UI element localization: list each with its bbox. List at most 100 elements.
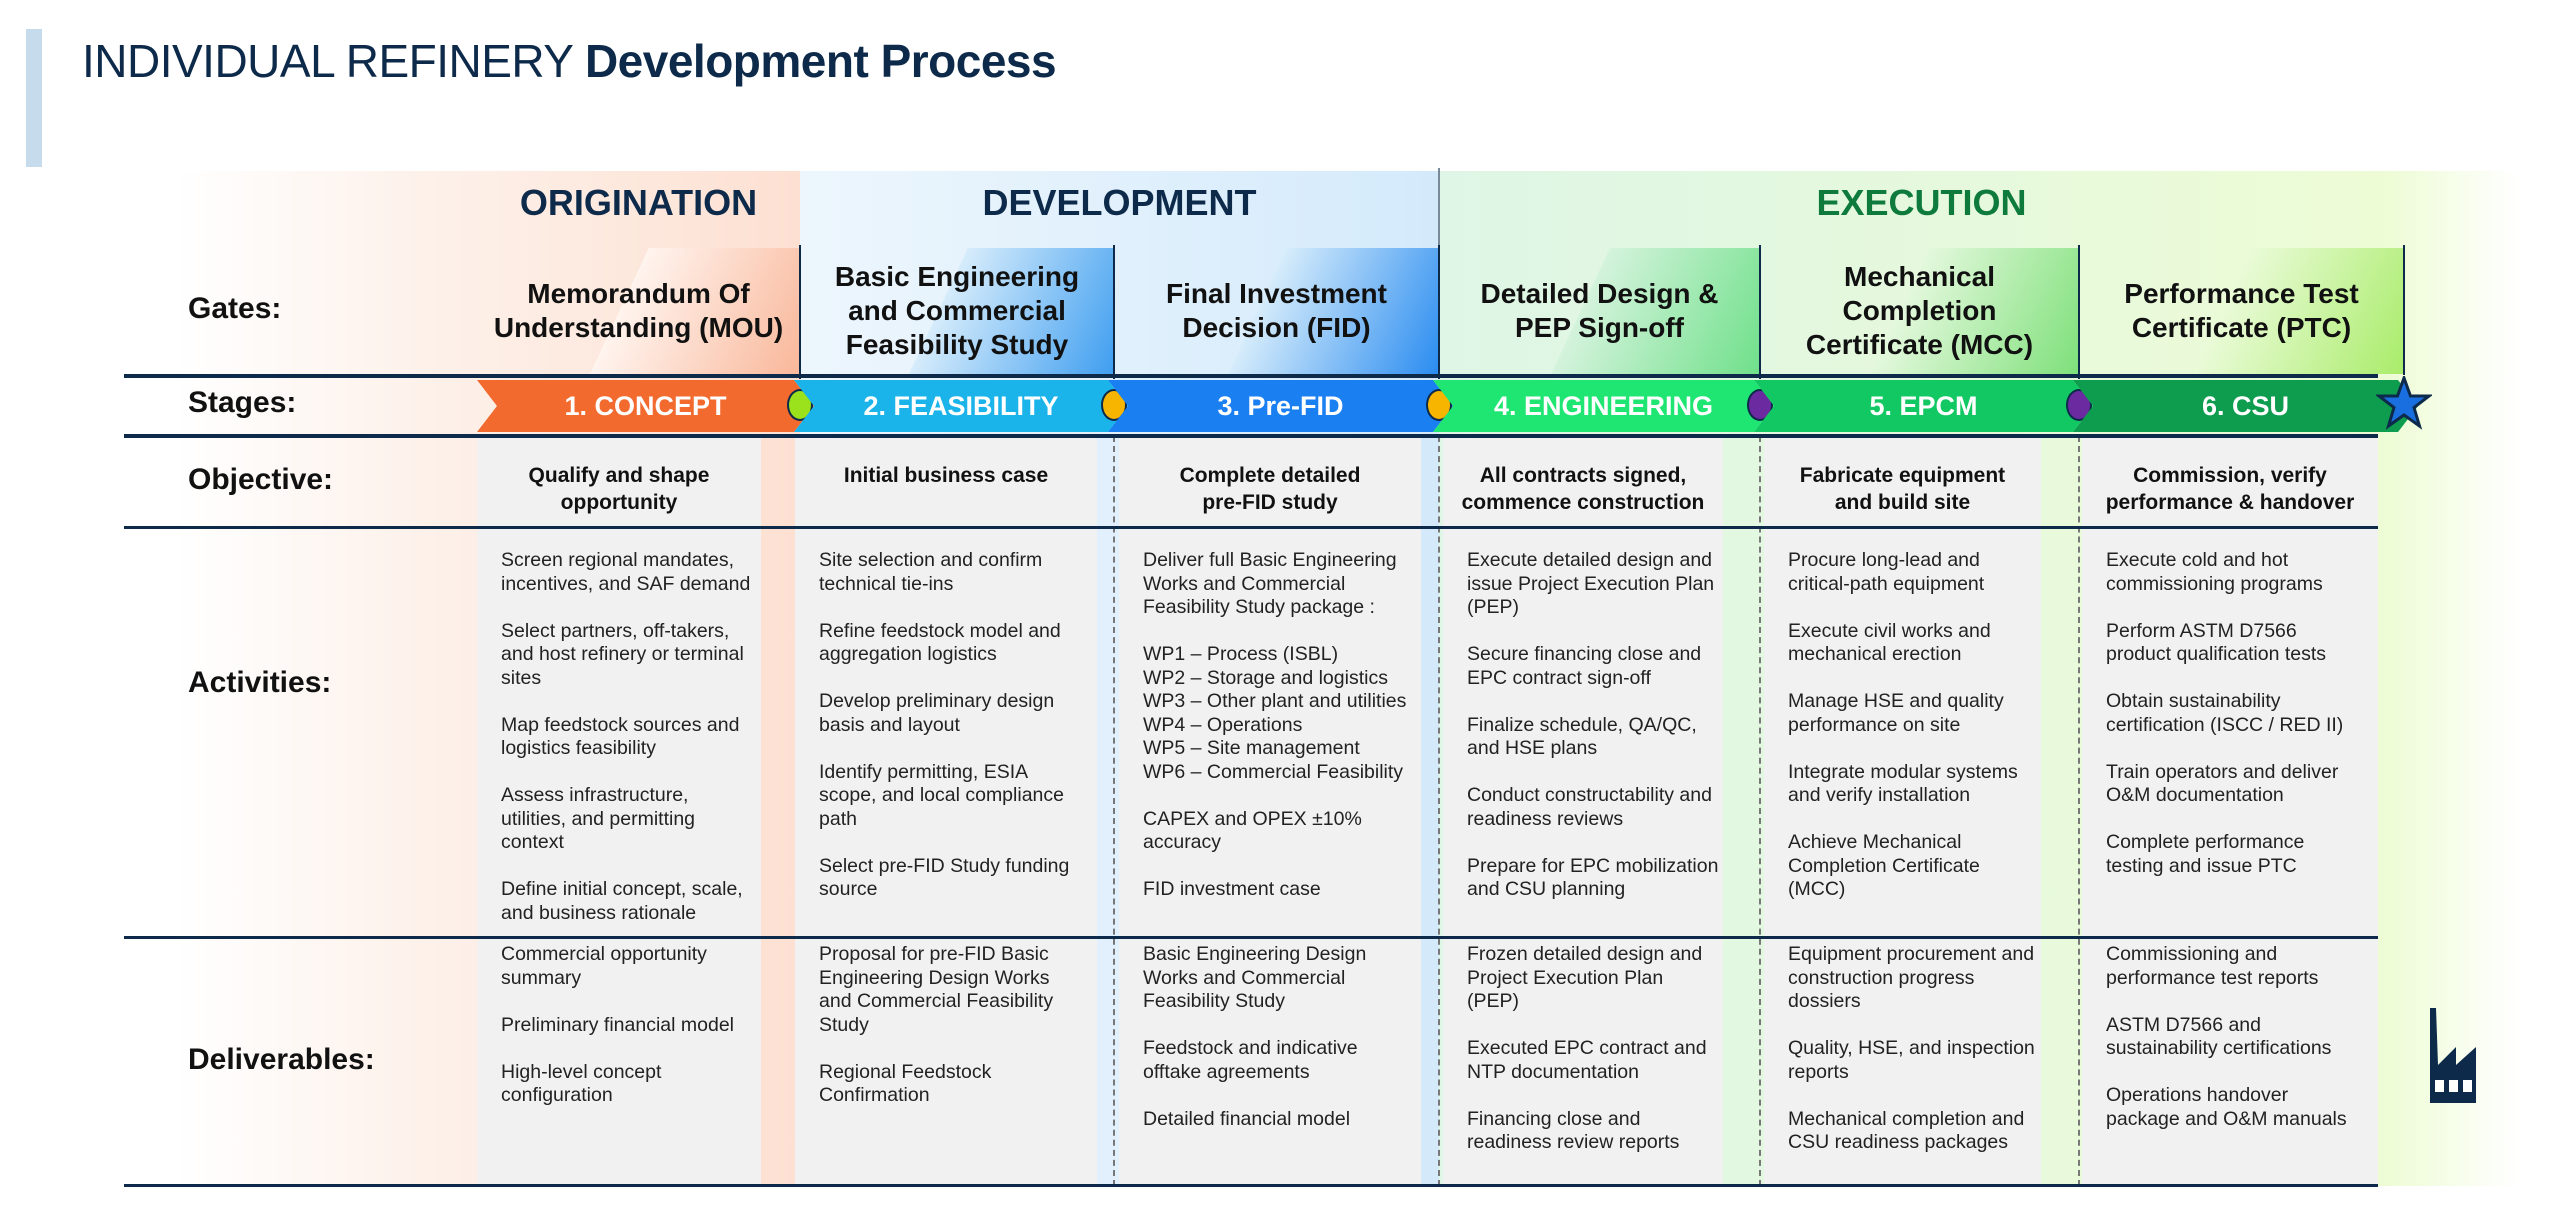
row-label-objective: Objective: <box>188 463 334 496</box>
stage-5[interactable]: 5. EPCM <box>1754 380 2093 432</box>
column-panel-1 <box>477 436 761 1186</box>
objective-2: Initial business case <box>843 464 1049 487</box>
gate-2: Basic Engineering and Commercial Feasibi… <box>800 248 1114 374</box>
activity-item: Conduct constructability and readiness r… <box>1467 784 1712 830</box>
deliverable-item: Quality, HSE, and inspection reports <box>1788 1037 2035 1083</box>
activity-item: CAPEX and OPEX ±10% accuracy <box>1143 807 1362 854</box>
deliverable-item: Proposal for pre-FID Basic Engineering D… <box>819 943 1054 1036</box>
gate-dashed-line-4 <box>1759 436 1761 1186</box>
phase-origination: ORIGINATION <box>519 182 758 223</box>
deliverable-item: Basic Engineering Design Works and Comme… <box>1143 943 1367 1012</box>
divider-objective <box>124 526 2378 529</box>
deliverables-list-2: Proposal for pre-FID Basic Engineering D… <box>819 943 1093 1131</box>
divider-stages-top <box>124 374 2378 378</box>
activity-item: Define initial concept, scale, and busin… <box>501 878 743 924</box>
activity-item: Execute cold and hot commissioning progr… <box>2106 549 2323 595</box>
deliverable-item: Financing close and readiness review rep… <box>1467 1107 1680 1154</box>
row-label-deliverables: Deliverables: <box>188 1043 375 1076</box>
gate-line-6 <box>2403 245 2405 375</box>
column-panel-2 <box>795 436 1097 1186</box>
activities-list-3: Deliver full Basic Engineering Works and… <box>1143 549 1417 925</box>
deliverable-item: Preliminary financial model <box>501 1013 735 1036</box>
title-light: INDIVIDUAL REFINERY <box>82 35 585 87</box>
phase-development: DEVELOPMENT <box>982 182 1257 223</box>
execution-divider <box>1438 168 1440 248</box>
activities-list-6: Execute cold and hot commissioning progr… <box>2106 549 2374 902</box>
deliverables-list-6: Commissioning and performance test repor… <box>2106 943 2374 1155</box>
activity-item: Perform ASTM D7566 product qualification… <box>2106 619 2327 666</box>
activity-item: WP1 – Process (ISBL) WP2 – Storage and l… <box>1143 643 1407 783</box>
gate-dashed-line-5 <box>2078 436 2080 1186</box>
deliverable-item: Regional Feedstock Confirmation <box>819 1060 992 1107</box>
gate-1: Memorandum Of Understanding (MOU) <box>477 248 800 374</box>
gate-5: Mechanical Completion Certificate (MCC) <box>1760 248 2079 374</box>
activity-item: Integrate modular systems and verify ins… <box>1788 760 2018 807</box>
activity-item: Train operators and deliver O&M document… <box>2106 760 2339 807</box>
activity-item: Complete performance testing and issue P… <box>2106 831 2305 877</box>
activities-list-5: Procure long-lead and critical-path equi… <box>1788 549 2037 925</box>
activity-item: Select pre-FID Study funding source <box>819 854 1070 901</box>
gate-3: Final Investment Decision (FID) <box>1114 248 1439 374</box>
activity-item: Finalize schedule, QA/QC, and HSE plans <box>1467 713 1697 760</box>
activity-item: Map feedstock sources and logistics feas… <box>501 713 740 760</box>
objective-6: Commission, verify performance & handove… <box>2105 464 2355 514</box>
divider-stages-bottom <box>124 434 2378 438</box>
activity-item: Refine feedstock model and aggregation l… <box>819 619 1061 666</box>
deliverable-item: Executed EPC contract and NTP documentat… <box>1467 1037 1707 1083</box>
row-label-stages: Stages: <box>188 386 297 419</box>
activity-item: Deliver full Basic Engineering Works and… <box>1143 549 1397 618</box>
deliverables-list-5: Equipment procurement and construction p… <box>1788 943 2037 1178</box>
page-title: INDIVIDUAL REFINERY Development Process <box>82 34 1057 88</box>
objective-4: All contracts signed, commence construct… <box>1461 464 1705 514</box>
deliverable-item: ASTM D7566 and sustainability certificat… <box>2106 1013 2332 1060</box>
stage-3[interactable]: 3. Pre-FID <box>1108 380 1453 432</box>
title-bold: Development Process <box>584 35 1057 87</box>
activity-item: Prepare for EPC mobilization and CSU pla… <box>1467 854 1719 901</box>
activities-list-2: Site selection and confirm technical tie… <box>819 549 1093 925</box>
factory-icon <box>2430 1008 2476 1103</box>
activity-item: Screen regional mandates, incentives, an… <box>501 549 751 595</box>
phase-execution: EXECUTION <box>1816 182 2027 223</box>
deliverable-item: High-level concept configuration <box>501 1060 662 1107</box>
activity-item: FID investment case <box>1143 878 1321 900</box>
activity-item: Assess infrastructure, utilities, and pe… <box>501 784 696 853</box>
activity-item: Obtain sustainability certification (ISC… <box>2106 690 2344 736</box>
gate-4: Detailed Design & PEP Sign-off <box>1439 248 1760 374</box>
deliverable-item: Mechanical completion and CSU readiness … <box>1788 1107 2025 1154</box>
stage-1[interactable]: 1. CONCEPT <box>477 380 814 432</box>
column-panel-3 <box>1119 436 1421 1186</box>
row-label-activities: Activities: <box>188 666 332 699</box>
activity-item: Site selection and confirm technical tie… <box>819 549 1043 595</box>
gate-dashed-line-2 <box>1113 436 1115 1186</box>
gate-dashed-line-3 <box>1438 436 1440 1186</box>
activity-item: Develop preliminary design basis and lay… <box>819 690 1055 736</box>
stage-4[interactable]: 4. ENGINEERING <box>1433 380 1774 432</box>
deliverables-list-3: Basic Engineering Design Works and Comme… <box>1143 943 1417 1155</box>
deliverable-item: Operations handover package and O&M manu… <box>2106 1084 2347 1130</box>
divider-activities <box>124 936 2378 939</box>
stage-2[interactable]: 2. FEASIBILITY <box>794 380 1128 432</box>
activity-item: Secure financing close and EPC contract … <box>1467 643 1702 689</box>
gate-6: Performance Test Certificate (PTC) <box>2079 248 2404 374</box>
activity-item: Execute detailed design and issue Projec… <box>1467 549 1715 618</box>
deliverables-list-4: Frozen detailed design and Project Execu… <box>1467 943 1719 1178</box>
activity-item: Manage HSE and quality performance on si… <box>1788 690 2004 736</box>
objective-3: Complete detailed pre-FID study <box>1179 464 1361 514</box>
activities-list-1: Screen regional mandates, incentives, an… <box>501 549 757 949</box>
column-panel-6 <box>2082 436 2378 1186</box>
deliverable-item: Feedstock and indicative offtake agreeme… <box>1143 1037 1358 1083</box>
deliverable-item: Detailed financial model <box>1143 1107 1351 1130</box>
column-panel-4 <box>1443 436 1723 1186</box>
deliverable-item: Equipment procurement and construction p… <box>1788 943 2035 1012</box>
activity-item: Identify permitting, ESIA scope, and loc… <box>819 760 1064 830</box>
activity-item: Select partners, off-takers, and host re… <box>501 619 744 689</box>
stage-6[interactable]: 6. CSU <box>2073 380 2418 432</box>
deliverable-item: Commercial opportunity summary <box>501 943 707 989</box>
activity-item: Execute civil works and mechanical erect… <box>1788 619 1991 666</box>
deliverable-item: Commissioning and performance test repor… <box>2106 943 2319 989</box>
title-accent-bar <box>26 29 42 167</box>
activity-item: Procure long-lead and critical-path equi… <box>1788 549 1985 595</box>
row-label-gates: Gates: <box>188 292 282 325</box>
objective-1: Qualify and shape opportunity <box>528 464 710 514</box>
